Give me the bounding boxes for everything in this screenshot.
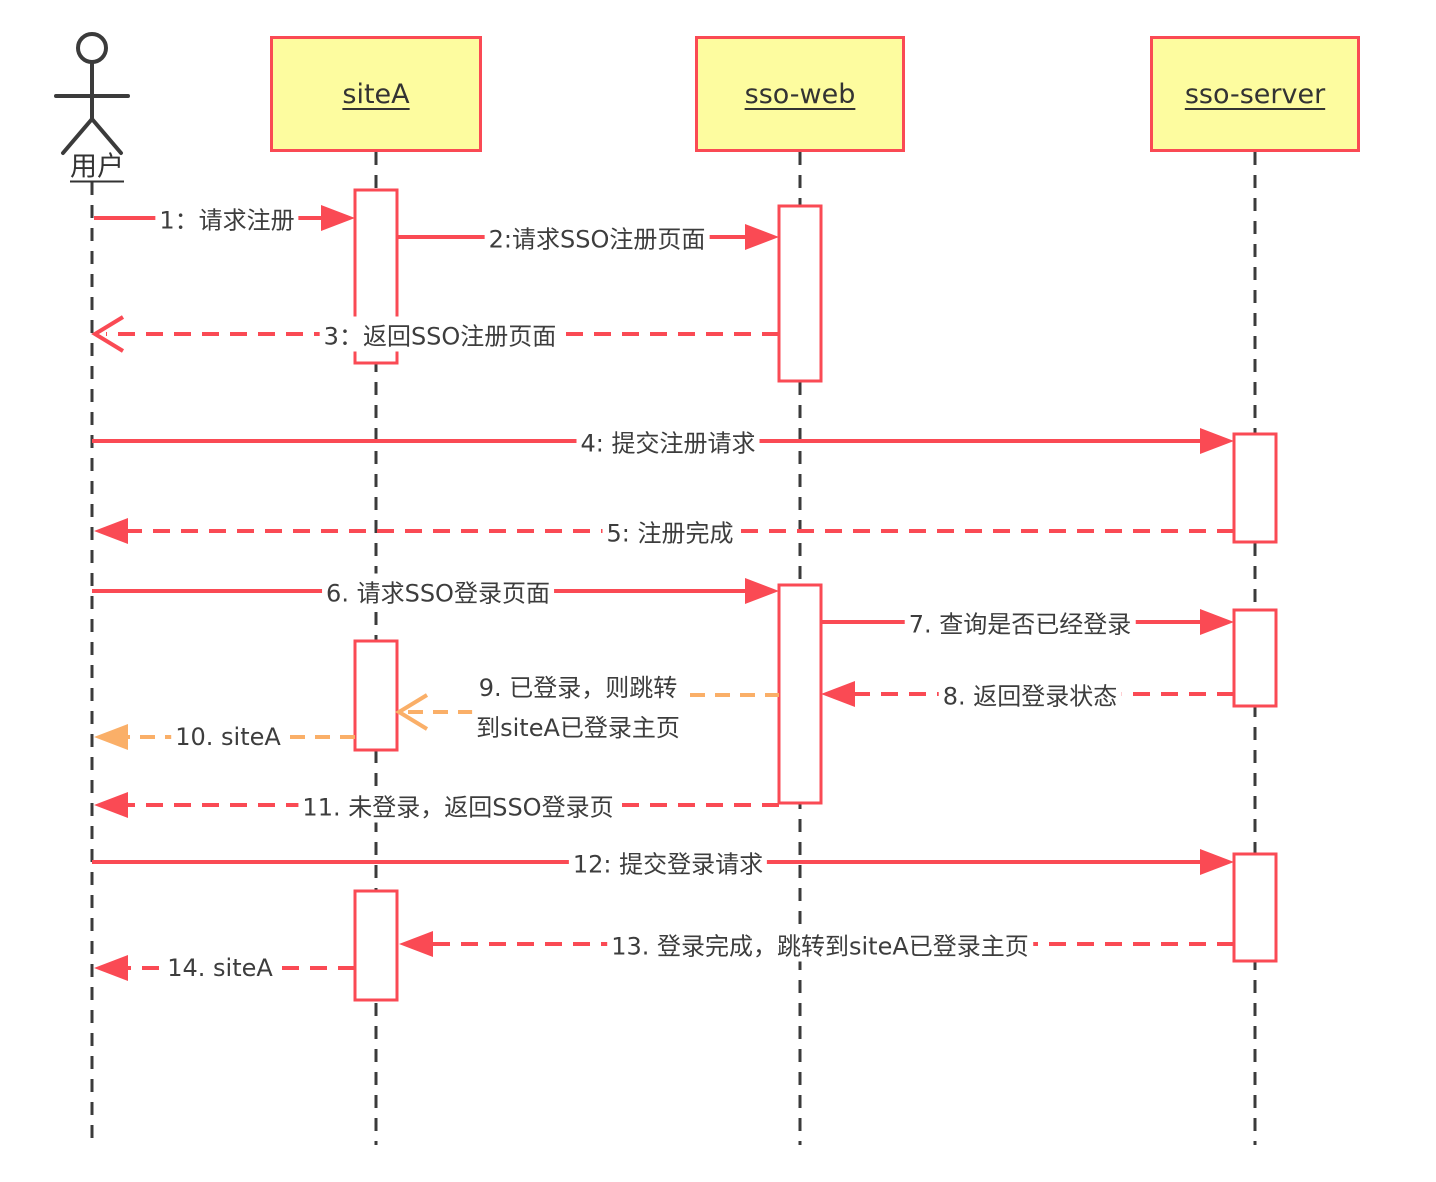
arrowhead-filled (94, 518, 128, 544)
message-8-label: 8. 返回登录状态 (938, 676, 1122, 712)
participant-sso-server-label: sso-server (1184, 78, 1326, 110)
message-14-label: 14. siteA (163, 954, 277, 982)
arrowhead-filled (94, 955, 128, 981)
message-4-label: 4: 提交注册请求 (576, 423, 760, 459)
message-2-label: 2:请求SSO注册页面 (484, 219, 710, 255)
message-9-arrow (395, 693, 779, 731)
message-12-label: 12: 提交登录请求 (568, 844, 768, 880)
actor-figure-icon (54, 32, 130, 155)
message-9-label: 9. 已登录，则跳转 到siteA已登录主页 (472, 668, 684, 748)
arrowhead-filled (1200, 609, 1234, 635)
message-3-label: 3：返回SSO注册页面 (319, 316, 561, 352)
message-5-label: 5: 注册完成 (602, 513, 738, 549)
participant-sso-server: sso-server (1150, 36, 1360, 152)
arrowhead-filled (745, 224, 779, 250)
arrowhead-filled (745, 578, 779, 604)
participant-user-label: 用户 (70, 151, 124, 183)
arrowhead-filled (399, 931, 433, 957)
arrowhead-filled (321, 205, 355, 231)
message-10-arrow (94, 724, 355, 750)
participant-sso-web-label: sso-web (744, 78, 856, 110)
activation-sso-web-2 (777, 583, 823, 805)
message-10-label: 10. siteA (171, 723, 285, 751)
arrowhead-filled (1200, 849, 1234, 875)
activation-sso-server-3 (1232, 852, 1278, 963)
activation-sso-server-1 (1232, 432, 1278, 544)
message-1-label: 1：请求注册 (155, 200, 299, 236)
participant-sso-web: sso-web (695, 36, 905, 152)
message-7-label: 7. 查询是否已经登录 (904, 604, 1136, 640)
message-11-label: 11. 未登录，返回SSO登录页 (298, 787, 618, 823)
message-6-label: 6. 请求SSO登录页面 (322, 573, 554, 609)
activation-sso-web-1 (777, 204, 823, 383)
message-13-label: 13. 登录完成，跳转到siteA已登录主页 (607, 926, 1033, 962)
activation-sitea-2 (353, 639, 399, 752)
activation-sso-server-2 (1232, 608, 1278, 708)
activation-sitea-3 (353, 889, 399, 1002)
message-11-arrow (94, 792, 779, 818)
participant-sitea: siteA (270, 36, 482, 152)
lifelines (90, 152, 1257, 1145)
arrowhead-filled (94, 792, 128, 818)
arrowhead-filled (1200, 428, 1234, 454)
arrowhead-filled (821, 681, 855, 707)
arrowhead-open (395, 693, 429, 731)
participant-sitea-label: siteA (342, 78, 410, 110)
arrowhead-open (91, 315, 125, 353)
activation-boxes (353, 188, 1278, 1002)
arrowhead-filled (94, 724, 128, 750)
